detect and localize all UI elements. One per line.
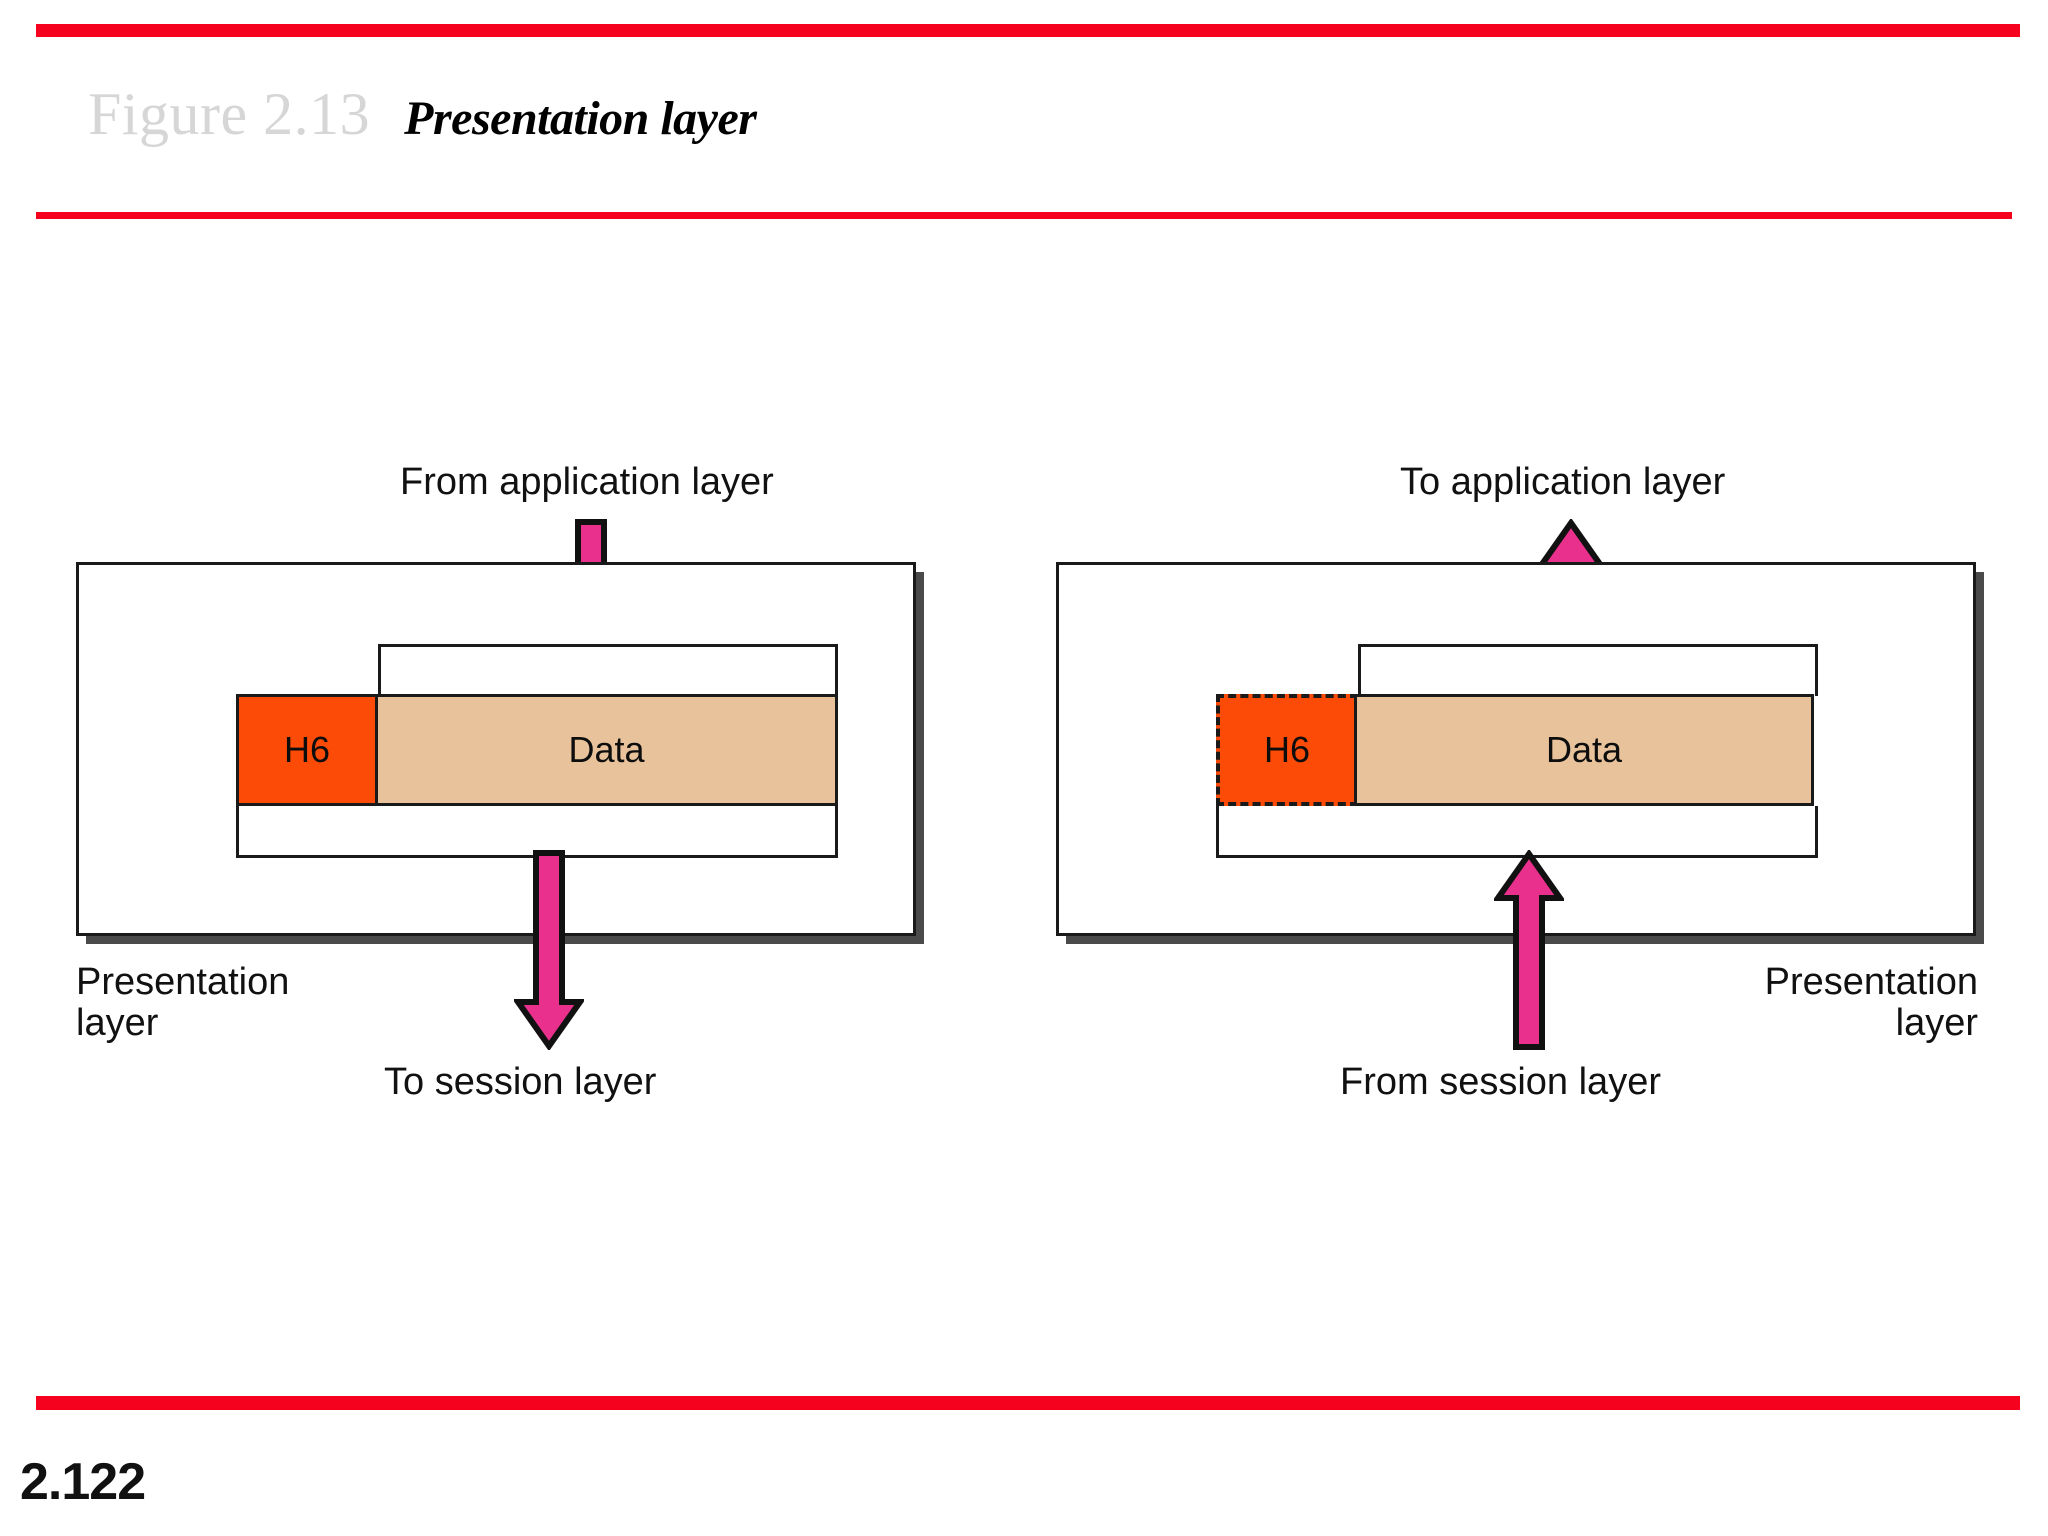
pdu-header-h6-right: H6	[1216, 694, 1358, 806]
label-from-application-layer: From application layer	[400, 461, 774, 503]
page-number: 2.122	[20, 1453, 146, 1511]
layer-label-right-line2: layer	[1895, 1002, 1978, 1045]
arrow-down-icon	[512, 850, 586, 1052]
label-to-application-layer: To application layer	[1400, 461, 1726, 503]
bracket-encapsulation-right-top	[1358, 644, 1818, 696]
figure-number: Figure 2.13	[88, 81, 371, 147]
bottom-red-rule	[36, 1396, 2020, 1410]
layer-label-right-line1: Presentation	[1764, 961, 1978, 1003]
bracket-encapsulation-right-bottom	[1216, 806, 1818, 858]
pdu-data-left: Data	[378, 694, 838, 806]
layer-label-left-line1: Presentation	[76, 961, 290, 1003]
pdu-right: H6 Data	[1216, 694, 1814, 806]
pdu-header-h6-left: H6	[236, 694, 378, 806]
bracket-encapsulation-left-top	[378, 644, 838, 696]
label-to-session-layer: To session layer	[384, 1061, 657, 1103]
figure-title: Presentation layer	[404, 92, 757, 145]
arrow-up-icon	[1492, 848, 1566, 1050]
figure-caption: Figure 2.13 Presentation layer	[88, 80, 757, 152]
label-from-session-layer: From session layer	[1340, 1061, 1661, 1103]
layer-label-right: Presentation layer	[1718, 961, 1978, 1045]
layer-label-left-line2: layer	[76, 1002, 159, 1045]
pdu-data-right: Data	[1354, 694, 1814, 806]
pdu-left: H6 Data	[236, 694, 838, 806]
caption-underline-rule	[36, 212, 2012, 219]
top-red-rule	[36, 24, 2020, 37]
layer-label-left: Presentation layer	[76, 961, 290, 1045]
